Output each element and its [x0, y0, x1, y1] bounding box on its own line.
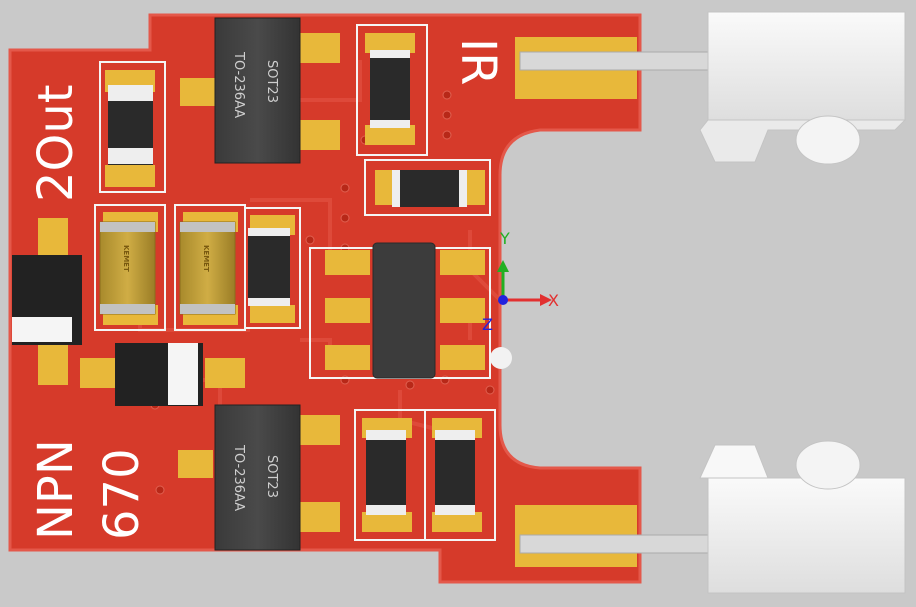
axis-z-label: Z — [482, 315, 493, 334]
sot23-bottom-line1: SOT23 — [264, 455, 279, 498]
sot23-bottom-line2: TO-236AA — [231, 444, 246, 511]
ir-receiver-bottom — [699, 440, 906, 594]
axis-gizmo: X Y Z — [482, 229, 559, 334]
resistors — [108, 50, 475, 515]
ic-chip — [372, 242, 436, 379]
capacitor-right-brand: KEMET — [202, 245, 210, 272]
capacitor-left-brand: KEMET — [122, 245, 130, 272]
label-2out: 2Out — [28, 84, 84, 202]
sot23-bottom: SOT23 TO-236AA — [214, 404, 301, 551]
label-670: 670 — [94, 448, 150, 540]
diode-left — [12, 255, 82, 345]
axis-x-label: X — [548, 291, 559, 310]
sot23-top: SOT23 TO-236AA — [214, 17, 301, 164]
ir-leads — [519, 51, 711, 554]
capacitor-left: KEMET — [99, 221, 156, 315]
ir-emitter-top — [699, 11, 907, 165]
label-ir: IR — [450, 38, 506, 86]
diode-middle — [115, 343, 203, 406]
label-npn: NPN — [28, 439, 84, 540]
capacitor-right: KEMET — [179, 221, 236, 315]
axis-y-label: Y — [499, 229, 510, 248]
sot23-top-line2: TO-236AA — [231, 51, 246, 118]
mounting-hole — [490, 347, 512, 369]
sot23-top-line1: SOT23 — [264, 60, 279, 103]
